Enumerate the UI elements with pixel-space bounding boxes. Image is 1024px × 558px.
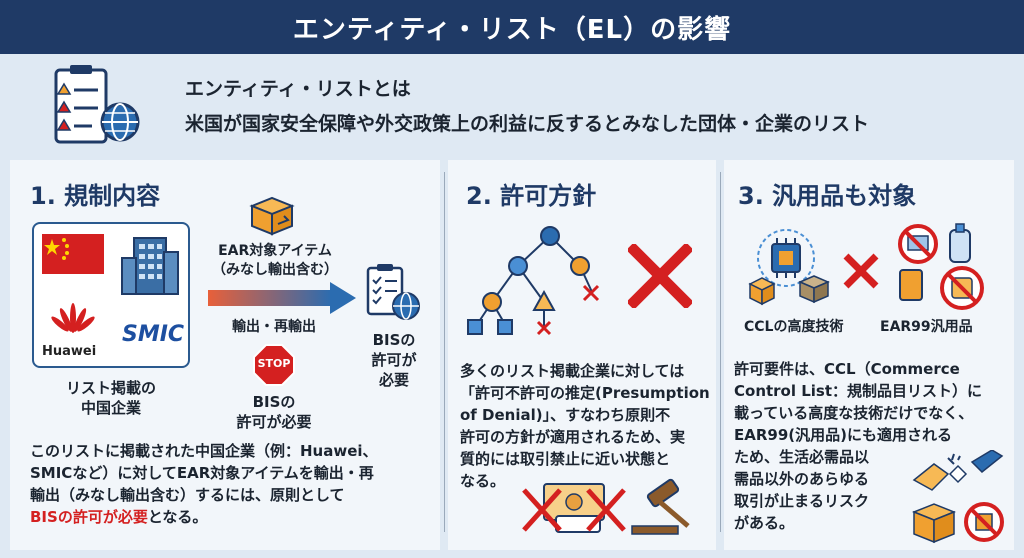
decision-tree-icon	[467, 226, 600, 336]
section-3-heading: 3. 汎用品も対象	[738, 182, 917, 210]
checklist-globe-icon	[54, 65, 140, 144]
building-icon	[121, 237, 179, 295]
china-flag-icon	[42, 234, 104, 274]
document-globe-icon	[366, 264, 420, 320]
ear99-label: EAR99汎用品	[880, 319, 973, 335]
page-title: エンティティ・リスト（EL）の影響	[0, 0, 1024, 54]
section-2-heading: 2. 許可方針	[466, 182, 597, 210]
package-icon	[249, 196, 295, 236]
section-1-heading: 1. 規制内容	[30, 182, 161, 210]
divider	[720, 172, 721, 532]
section-3-body: 許可要件は、CCL（Commerce Control List：規制品目リスト）…	[734, 360, 983, 532]
divider	[444, 172, 445, 532]
red-x-icon	[843, 253, 879, 289]
stop-label: BISの許可が必要	[236, 393, 312, 431]
consumer-goods-banned-icon	[898, 223, 984, 310]
trade-ban-icon	[522, 478, 690, 535]
blocked-trade-icon	[911, 450, 1004, 544]
section-1-body: このリストに掲載された中国企業（例：Huawei、 SMICなど）に対してEAR…	[30, 442, 378, 526]
export-label: 輸出・再輸出	[232, 319, 316, 335]
section-3-panel	[724, 160, 1014, 550]
intro-heading: エンティティ・リストとは	[185, 78, 411, 100]
export-arrow-icon	[208, 282, 356, 314]
chip-technology-icon	[748, 229, 830, 306]
china-companies-label: リスト掲載の中国企業	[65, 379, 156, 417]
ear-item-label: EAR対象アイテム（みなし輸出含む）	[212, 243, 338, 278]
smic-logo: SMIC	[122, 322, 185, 347]
bis-permit-label: BISの許可が必要	[371, 331, 417, 389]
intro-text: 米国が国家安全保障や外交政策上の利益に反するとみなした団体・企業のリスト	[185, 113, 870, 135]
section-2-body: 多くのリスト掲載企業に対しては 「許可不許可の推定(Presumption of…	[460, 362, 710, 490]
intro-section: エンティティ・リストとは 米国が国家安全保障や外交政策上の利益に反するとみなした…	[10, 60, 1014, 150]
china-companies-box: Huawei SMIC	[32, 222, 190, 368]
stop-sign-icon: STOP	[253, 344, 295, 386]
huawei-logo-text: Huawei	[42, 344, 97, 359]
ccl-label: CCLの高度技術	[744, 319, 844, 335]
large-red-x-icon	[628, 244, 692, 308]
huawei-logo-icon	[51, 303, 95, 333]
